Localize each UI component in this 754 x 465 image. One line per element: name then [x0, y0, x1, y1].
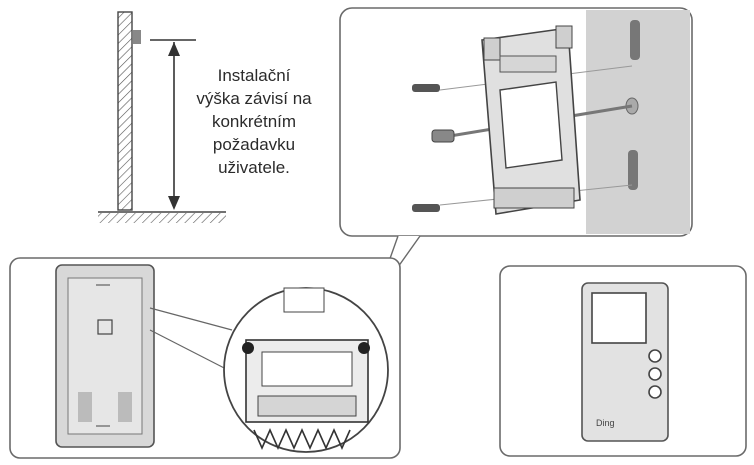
- caption-line: uživatele.: [218, 158, 290, 177]
- height-arrow-icon: [168, 42, 180, 210]
- screw-icon: [412, 84, 455, 212]
- monitor-button-1: [648, 349, 662, 363]
- floor-hatch: [98, 213, 226, 223]
- monitor-screen: [591, 292, 647, 344]
- caption-line: Instalační: [217, 66, 291, 85]
- wall-hatch-icon: [117, 11, 133, 211]
- mounting-detail-panel: [339, 7, 693, 237]
- wall-section: [98, 11, 226, 223]
- caption-line: požadavku: [212, 135, 296, 154]
- monitor-button-3: [648, 385, 662, 399]
- monitor-button-2: [648, 367, 662, 381]
- device-on-wall: [133, 30, 141, 44]
- monitor-brand: Ding: [596, 418, 615, 428]
- zoom-circle: [223, 287, 389, 453]
- caption-line: konkrétním: [211, 112, 297, 131]
- wall-plate-front: [55, 264, 155, 448]
- backplate-detail-panel: [9, 257, 401, 459]
- installation-height-caption: Instalační výška závisí na konkrétním po…: [150, 64, 358, 179]
- backplate: [481, 25, 581, 215]
- monitor-panel: Ding: [499, 265, 747, 457]
- spring-icon: [253, 428, 351, 450]
- caption-line: výška závisí na: [196, 89, 312, 108]
